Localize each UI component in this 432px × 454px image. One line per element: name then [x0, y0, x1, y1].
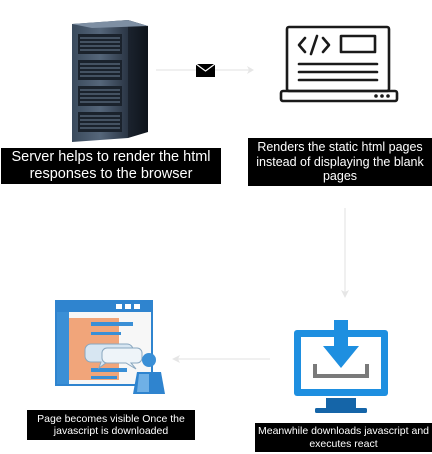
server-rack-icon [72, 20, 148, 142]
server-label: Server helps to render the html response… [1, 148, 221, 184]
edge-download-to-visible [172, 355, 270, 363]
webpage-user-icon [55, 300, 165, 394]
visible-label: Page becomes visible Once the javascript… [27, 410, 195, 440]
edge-render-to-download [341, 208, 349, 298]
envelope-icon [195, 63, 216, 77]
render-label: Renders the static html pages instead of… [248, 138, 432, 186]
download-label: Meanwhile downloads javascript and execu… [255, 423, 432, 452]
code-laptop-icon [279, 25, 399, 103]
download-monitor-icon [294, 320, 388, 413]
